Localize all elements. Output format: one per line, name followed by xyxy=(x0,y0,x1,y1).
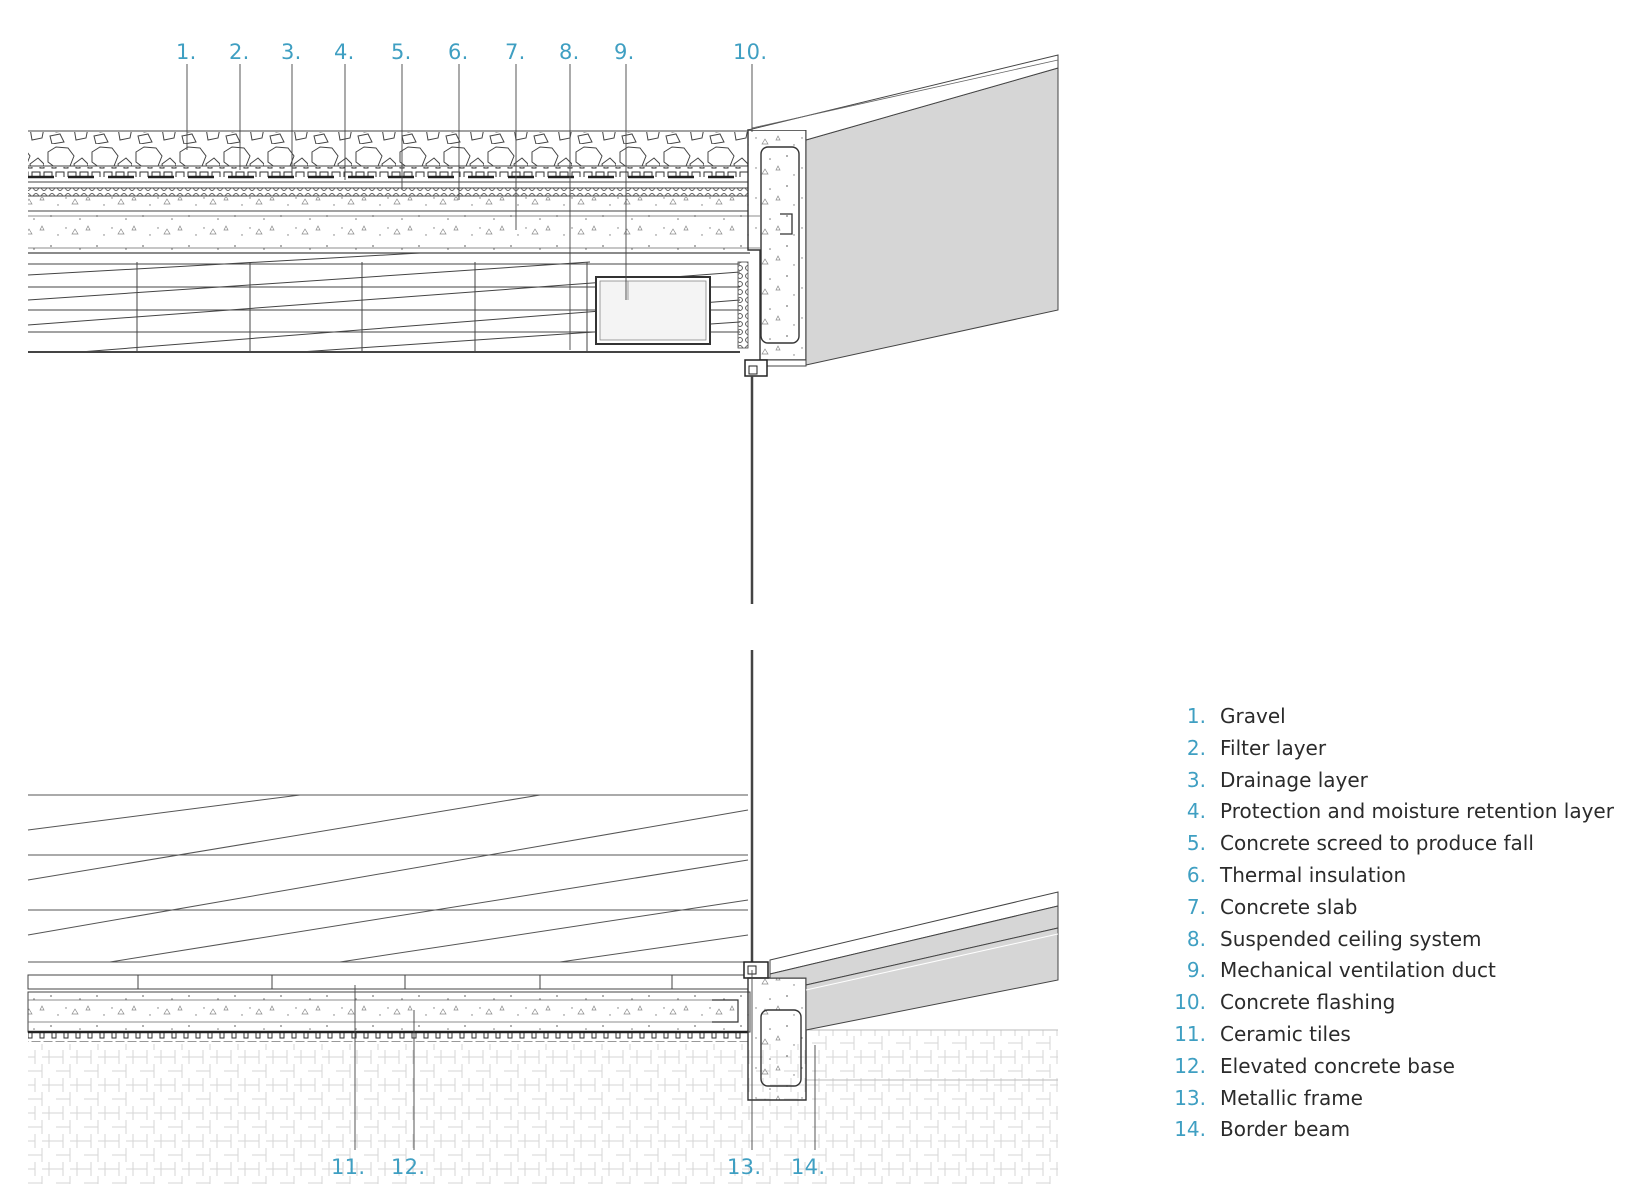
legend-text: Drainage layer xyxy=(1220,767,1368,792)
legend-item: 11. Ceramic tiles xyxy=(1160,1022,1614,1054)
callout-13: 13. xyxy=(727,1155,761,1179)
legend-item: 9. Mechanical ventilation duct xyxy=(1160,958,1614,990)
legend-text: Concrete slab xyxy=(1220,894,1358,919)
legend-text: Thermal insulation xyxy=(1220,862,1407,887)
legend-text: Gravel xyxy=(1220,704,1286,728)
legend-item: 14. Border beam xyxy=(1160,1117,1614,1149)
legend-item: 1. Gravel xyxy=(1160,704,1614,736)
callouts-top: 1. 2. 3. 4. 5. 6. 7. 8. 9. 10. xyxy=(176,40,767,64)
concrete-flashing xyxy=(747,129,807,361)
callouts-bottom: 11. 12. 13. 14. xyxy=(331,1155,825,1179)
callout-5: 5. xyxy=(391,40,412,64)
legend-text: Metallic frame xyxy=(1220,1085,1363,1110)
legend-item: 3. Drainage layer xyxy=(1160,768,1614,800)
legend-item: 12. Elevated concrete base xyxy=(1160,1054,1614,1086)
legend-item: 13. Metallic frame xyxy=(1160,1086,1614,1118)
callout-8: 8. xyxy=(559,40,580,64)
legend-number: 4. xyxy=(1186,799,1206,824)
legend-text: Elevated concrete base xyxy=(1220,1053,1455,1078)
gravel-layer xyxy=(28,132,748,166)
legend-item: 6. Thermal insulation xyxy=(1160,863,1614,895)
callout-9: 9. xyxy=(614,40,635,64)
callout-6: 6. xyxy=(448,40,469,64)
legend: 1. Gravel 2. Filter layer 3. Drainage layer… xyxy=(1160,704,1614,1149)
callout-11: 11. xyxy=(331,1155,365,1179)
legend-number: 7. xyxy=(1186,894,1206,919)
legend-item: 5. Concrete screed to produce fall xyxy=(1160,831,1614,863)
legend-item: 8. Suspended ceiling system xyxy=(1160,927,1614,959)
border-beam xyxy=(747,977,807,1101)
callout-3: 3. xyxy=(281,40,302,64)
legend-text: Ceramic tiles xyxy=(1220,1021,1351,1046)
leader-lines xyxy=(186,64,816,1150)
callout-10: 10. xyxy=(733,40,767,64)
roof-section xyxy=(27,54,1059,604)
legend-number: 3. xyxy=(1186,767,1206,792)
legend-item: 2. Filter layer xyxy=(1160,736,1614,768)
legend-item: 7. Concrete slab xyxy=(1160,895,1614,927)
legend-number: 9. xyxy=(1186,958,1206,983)
callout-14: 14. xyxy=(791,1155,825,1179)
concrete-slab xyxy=(28,211,750,253)
legend-number: 13. xyxy=(1174,1085,1206,1110)
legend-text: Border beam xyxy=(1220,1117,1351,1142)
legend-item: 4. Protection and moisture retention laye… xyxy=(1160,799,1614,831)
legend-text: Concrete screed to produce fall xyxy=(1220,831,1534,856)
legend-number: 10. xyxy=(1174,990,1206,1015)
legend-text: Mechanical ventilation duct xyxy=(1220,958,1496,983)
insulation-layer xyxy=(28,188,748,196)
legend-text: Concrete flashing xyxy=(1220,990,1396,1015)
legend-number: 1. xyxy=(1186,704,1206,728)
callout-1: 1. xyxy=(176,40,197,64)
legend-number: 5. xyxy=(1186,831,1206,856)
legend-text: Suspended ceiling system xyxy=(1220,926,1482,951)
legend-text: Filter layer xyxy=(1220,735,1327,760)
callout-4: 4. xyxy=(334,40,355,64)
drainage-layer xyxy=(28,167,748,177)
callout-12: 12. xyxy=(391,1155,425,1179)
callout-2: 2. xyxy=(229,40,250,64)
legend-number: 12. xyxy=(1174,1053,1206,1078)
callout-7: 7. xyxy=(505,40,526,64)
legend-number: 8. xyxy=(1186,926,1206,951)
legend-number: 14. xyxy=(1174,1117,1206,1142)
floor-section xyxy=(27,650,1059,1184)
legend-number: 2. xyxy=(1186,735,1206,760)
legend-number: 6. xyxy=(1186,862,1206,887)
ceramic-tiles xyxy=(27,974,749,990)
legend-number: 11. xyxy=(1174,1021,1206,1046)
window-head-frame xyxy=(744,359,768,377)
legend-text: Protection and moisture retention layer xyxy=(1220,799,1614,824)
legend-item: 10. Concrete flashing xyxy=(1160,990,1614,1022)
elevated-concrete-base xyxy=(27,991,751,1033)
